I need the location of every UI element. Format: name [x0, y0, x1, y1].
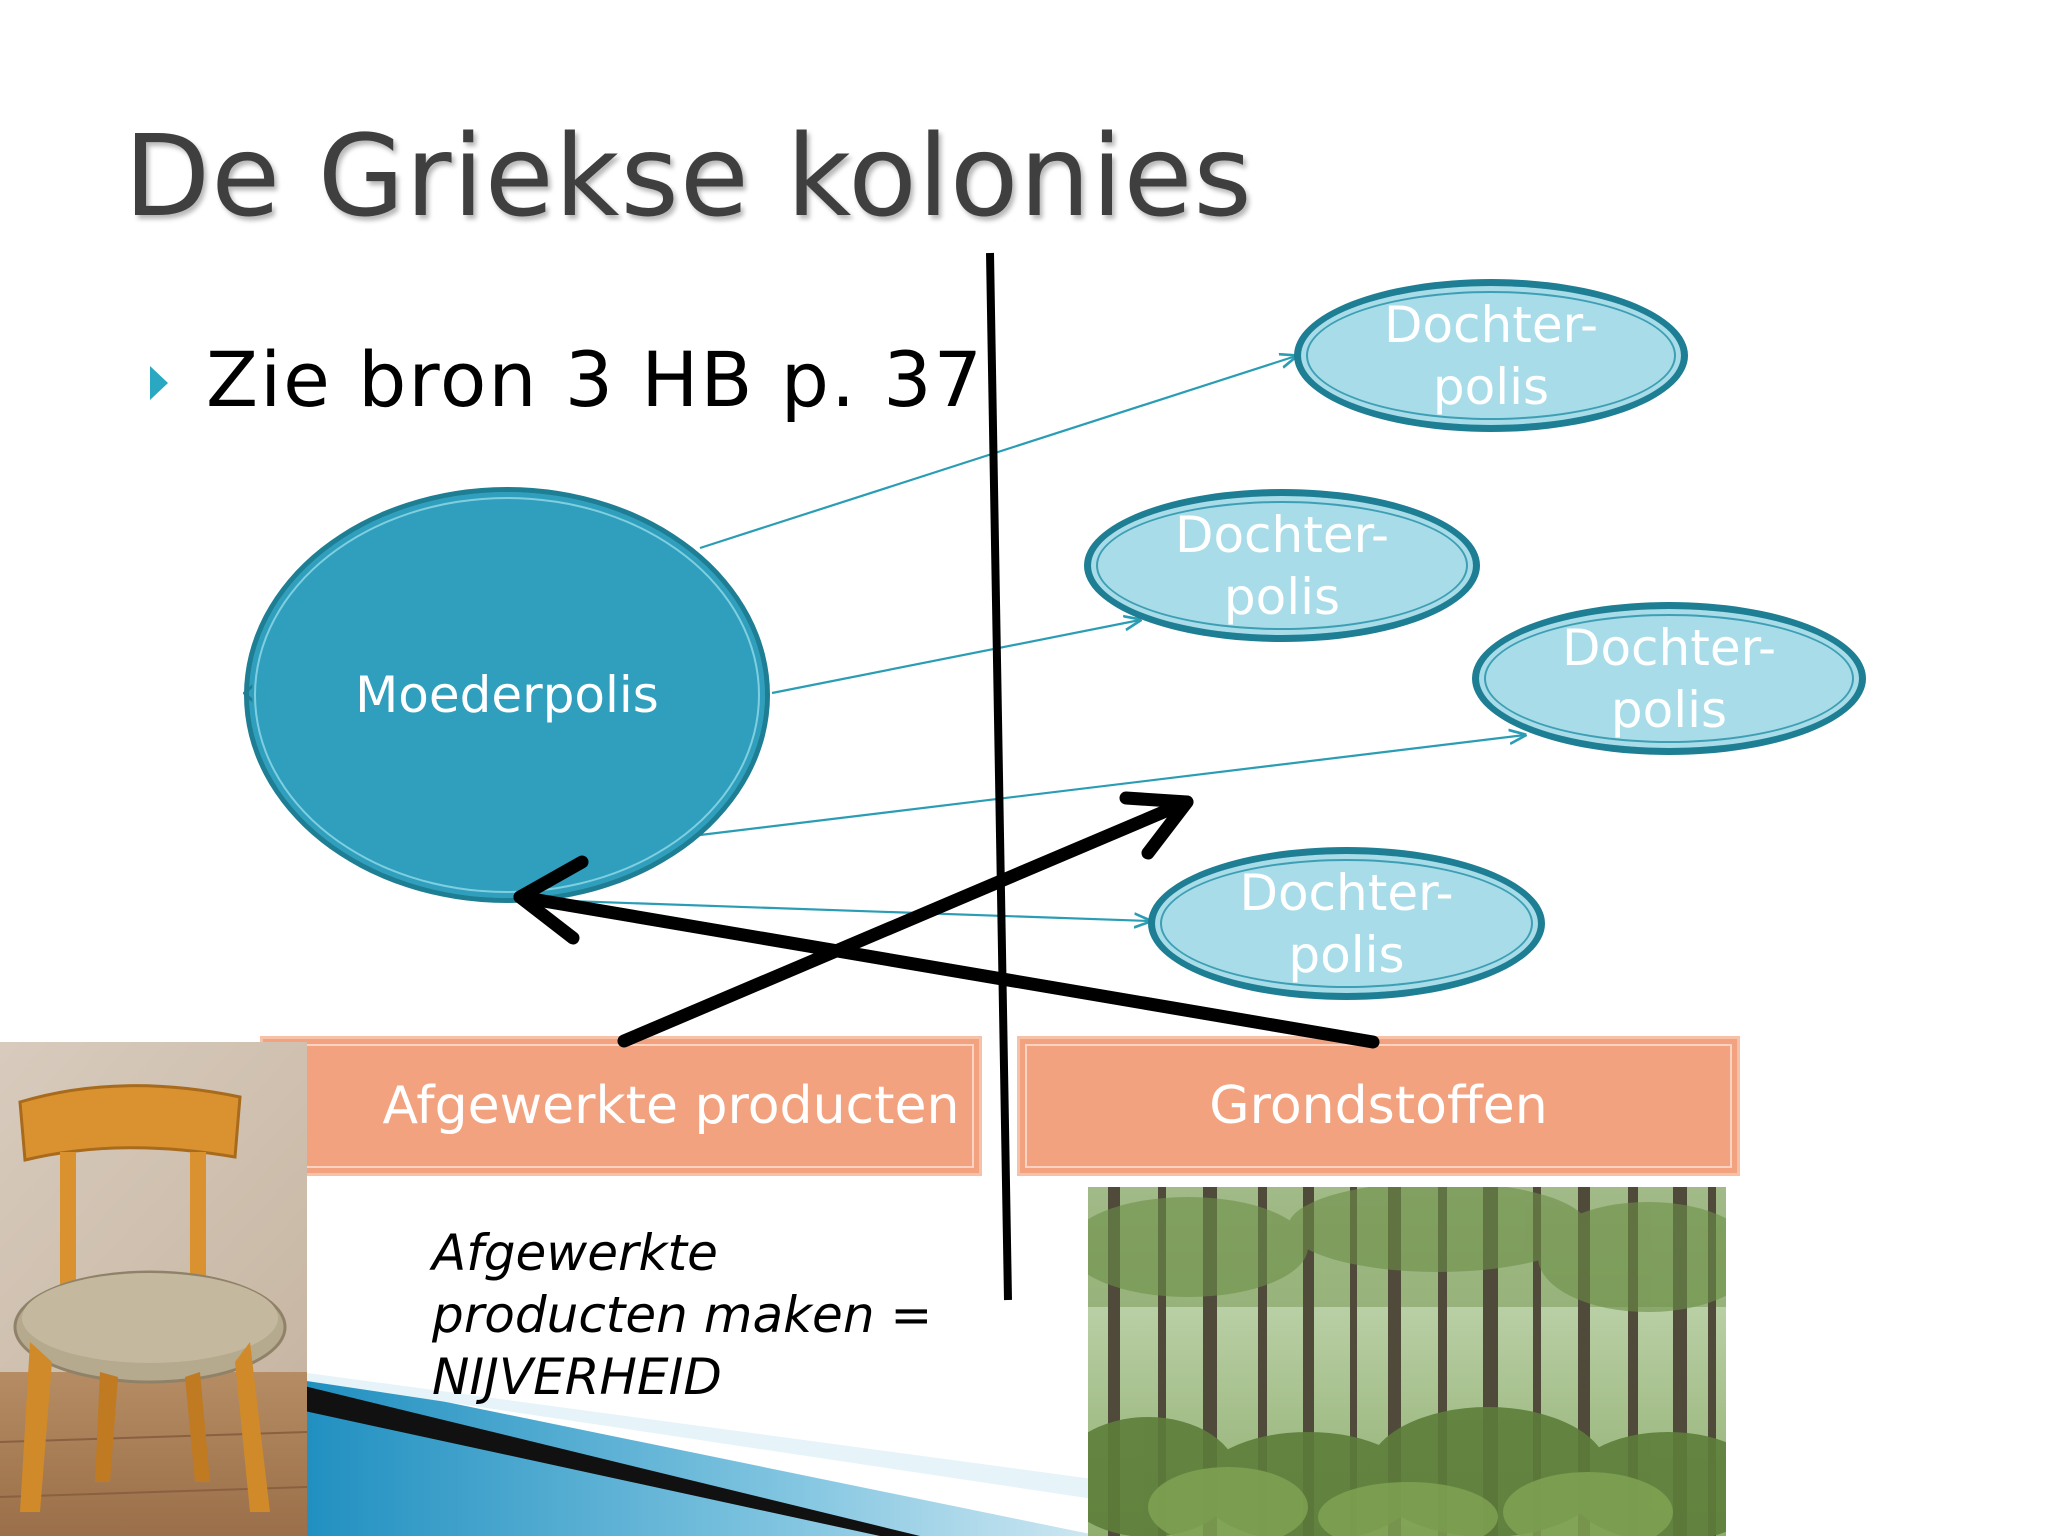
- bullet-text: Zie bron 3 HB p. 37: [206, 335, 984, 424]
- daughter-polis-3: Dochter- polis: [1472, 602, 1866, 755]
- divider-line: [986, 252, 1012, 1301]
- arrow-head-to-colonies: [1119, 791, 1194, 860]
- arrow-raw-materials-to-mother: [513, 890, 1380, 1049]
- arrow-products-to-colonies: [617, 795, 1194, 1048]
- finished-products-label: Afgewerkte producten: [382, 1076, 960, 1136]
- daughter-polis-4: Dochter- polis: [1148, 847, 1545, 1000]
- industry-note: Afgewerkte producten maken = NIJVERHEID: [432, 1224, 933, 1406]
- wooden-chair-photo: [0, 1042, 307, 1536]
- mother-polis: Moederpolis: [244, 487, 770, 903]
- arrow-to-daughter-2: [771, 620, 1140, 695]
- daughter-polis-label: Dochter- polis: [1239, 863, 1454, 984]
- slide-title: De Griekse kolonies: [124, 112, 1253, 242]
- arrow-to-daughter-3: [699, 735, 1525, 837]
- arrow-to-daughter-4: [539, 898, 1150, 921]
- daughter-polis-1: Dochter- polis: [1294, 279, 1688, 432]
- finished-products-box: Afgewerkte producten: [260, 1036, 982, 1176]
- arrow-head-to-mother: [513, 855, 589, 945]
- daughter-polis-label: Dochter- polis: [1174, 505, 1390, 626]
- mother-edge-glyph: ‹: [240, 669, 256, 715]
- forest-photo: [1088, 1187, 1726, 1536]
- mother-polis-label: Moederpolis: [355, 666, 659, 724]
- arrow-to-daughter-1: [699, 356, 1296, 550]
- triangle-bullet-icon: [150, 366, 168, 400]
- daughter-polis-label: Dochter- polis: [1383, 295, 1599, 416]
- raw-materials-box: Grondstoffen: [1017, 1036, 1740, 1176]
- daughter-polis-label: Dochter- polis: [1561, 618, 1777, 739]
- daughter-polis-2: Dochter- polis: [1084, 489, 1480, 642]
- raw-materials-label: Grondstoffen: [1209, 1076, 1548, 1136]
